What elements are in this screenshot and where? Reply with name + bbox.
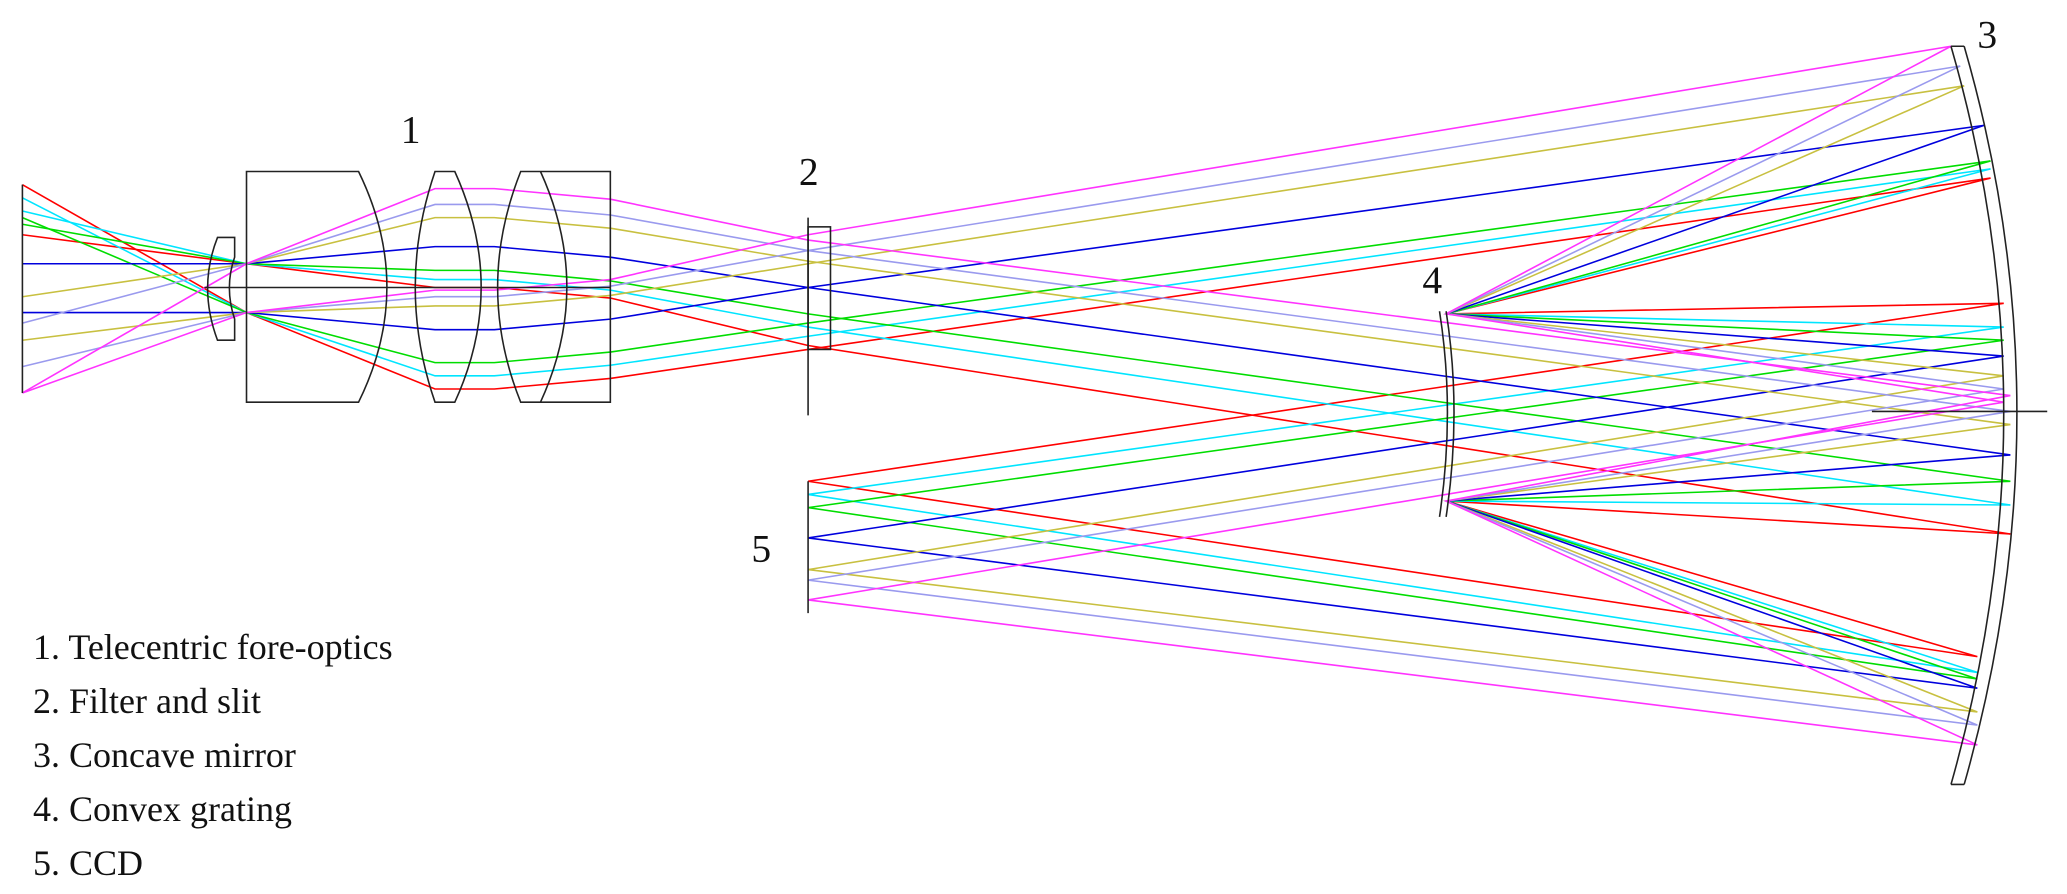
label-5: 5 [751,527,771,571]
label-3: 3 [1977,13,1997,57]
ray [22,223,2011,483]
legend-item: 1. Telecentric fore-optics [33,627,393,667]
lens-small [206,236,236,342]
ray [807,45,2004,601]
legend: 1. Telecentric fore-optics 2. Filter and… [33,620,393,890]
legend-item: 5. CCD [33,843,144,883]
ray [22,216,2011,426]
ray [807,394,2011,746]
ray [22,187,2011,397]
label-4: 4 [1422,258,1442,302]
lens-doublet [496,170,612,403]
convex-grating [1438,311,1455,517]
ray [22,210,2011,506]
legend-item: 4. Convex grating [33,789,292,829]
ray [22,85,1965,342]
ray [807,454,2011,690]
label-2: 2 [799,150,819,194]
ray [807,177,2004,483]
lens-doublet-interface [539,171,568,403]
ray [807,85,2004,571]
ray [807,493,2011,674]
ray [807,160,2004,509]
ray [807,168,2004,496]
ray [807,410,2011,726]
label-1: 1 [401,107,421,151]
legend-item: 3. Concave mirror [33,735,296,775]
ray [22,124,1985,331]
concave-mirror [1950,45,2018,786]
legend-item: 2. Filter and slit [33,681,261,721]
lens-block [245,170,388,403]
ray [807,124,2004,539]
ray [807,65,2004,581]
filter [807,226,832,351]
ray [807,423,2011,713]
ray [807,480,2011,658]
lens-biconvex [414,170,482,403]
ray [807,480,2011,680]
ray [22,177,1991,390]
optical-elements [21,45,2048,786]
